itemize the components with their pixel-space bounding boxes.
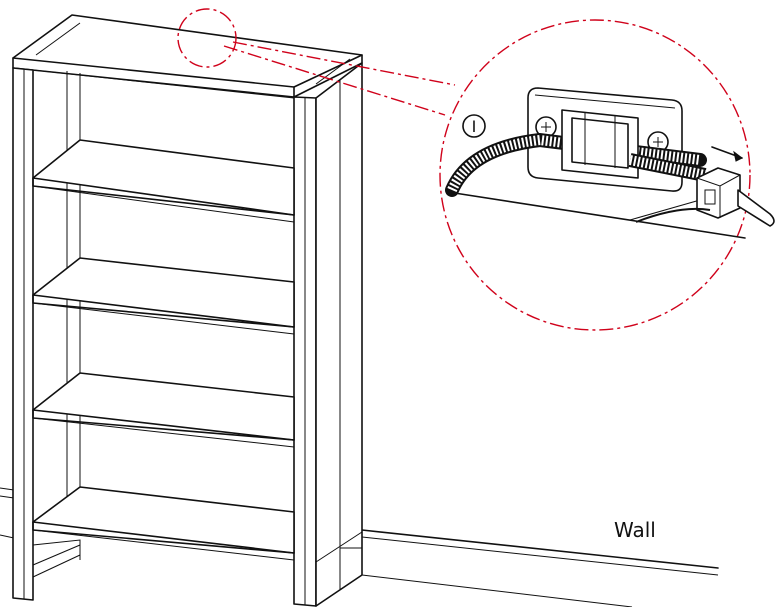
cable-tie-detail — [445, 87, 775, 239]
pull-direction-arrow-icon — [711, 146, 743, 162]
detail-callout — [177, 8, 751, 331]
bookshelf — [12, 14, 363, 607]
detail-circle-icon — [439, 19, 751, 331]
step-marker-label: I — [472, 117, 477, 136]
step-marker: I — [462, 114, 486, 138]
wall-baseboard — [0, 487, 719, 607]
wall-label: Wall — [614, 518, 656, 542]
source-circle-icon — [177, 8, 237, 68]
